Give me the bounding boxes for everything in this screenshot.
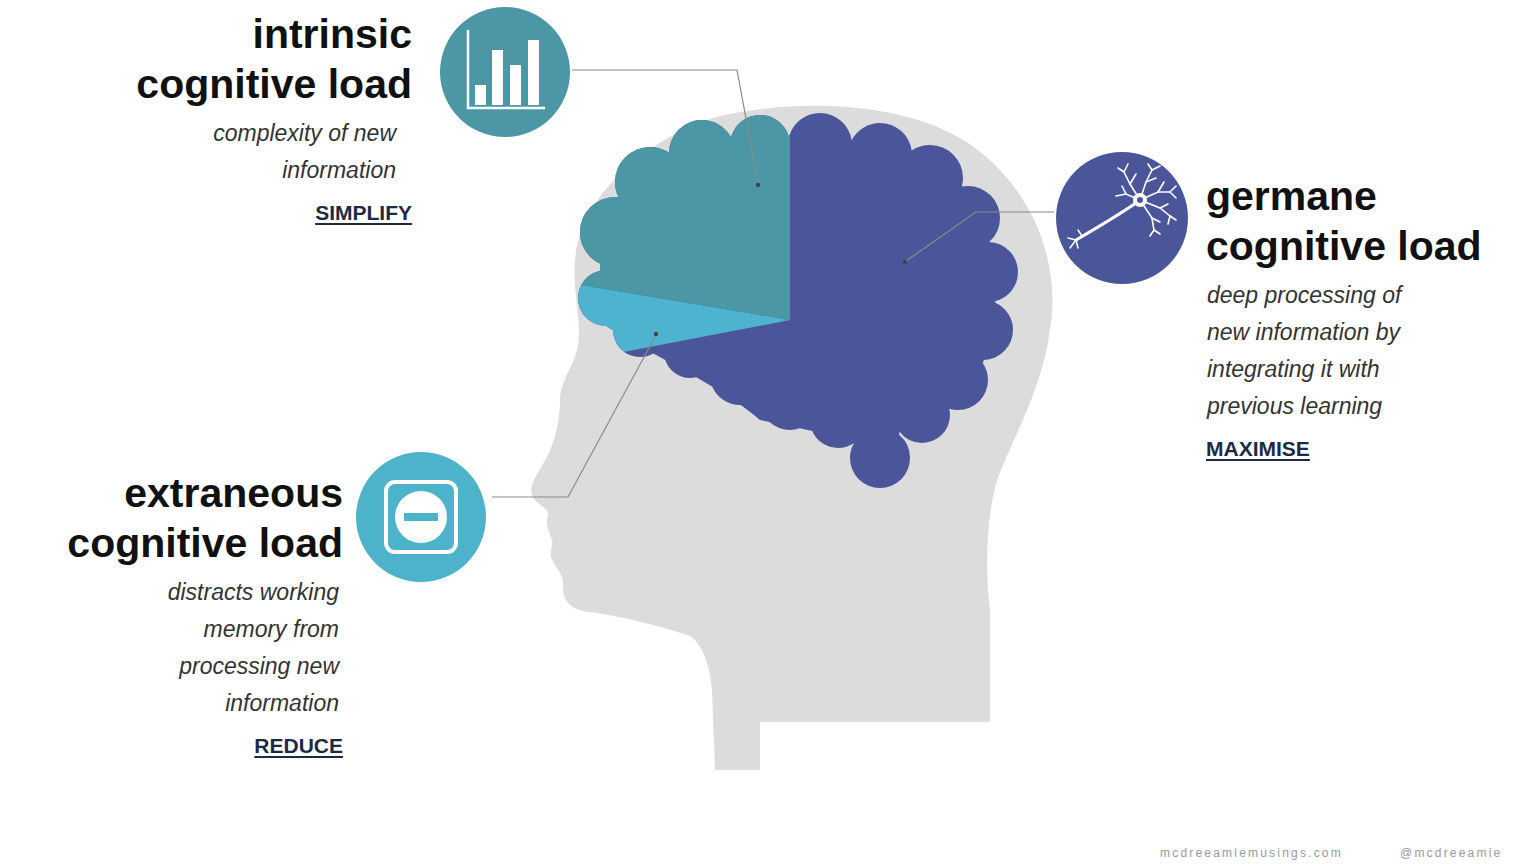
callout-description: deep processing of new information by in… [1206,277,1432,425]
leader-line [906,212,1054,261]
leader-line [492,335,656,497]
callout-circle [1056,152,1188,284]
extraneous-region [540,278,790,368]
callout-circle [356,452,486,582]
callout-action: REDUCE [43,733,343,759]
callout-text: germane cognitive loaddeep processing of… [1206,171,1506,462]
stop-frame [386,482,456,552]
callout-node: germane cognitive loaddeep processing of… [1056,152,1188,284]
neuron-nucleus [1137,197,1143,203]
neuron-dendrite [1160,204,1168,208]
germane-region [540,80,1040,530]
callout-description: distracts working memory from processing… [149,574,343,722]
axon-terminal [1076,240,1078,248]
axon-terminal [1078,230,1082,236]
watermark: @mcdreeamie [1400,845,1502,861]
chart-bar [528,40,539,105]
callout-icon [386,482,456,552]
axon-terminal [1068,238,1076,240]
chart-bar [475,85,486,105]
neuron-axon [1076,200,1140,240]
callout-action: MAXIMISE [1206,436,1506,462]
chart-axis [468,30,545,108]
callout-circle [440,7,570,137]
neuron-dendrite [1130,174,1136,184]
watermark: mcdreeamiemusings.com [1160,845,1343,861]
neuron-dendrite [1146,178,1156,182]
callout-icon [468,30,545,108]
neuron-dendrite [1148,164,1152,170]
leader-dot [903,260,907,264]
intrinsic-region [540,80,790,320]
neuron-dendrite [1170,192,1176,198]
neuron-dendrite [1150,230,1154,236]
callout-circle-art [1056,152,1188,284]
leader-dot [756,183,760,187]
stop-disc [395,491,447,543]
leader-dots [654,183,907,336]
chart-bar [492,50,503,105]
callout-heading: intrinsic cognitive load [112,9,412,109]
callout-heading: extraneous cognitive load [43,468,343,568]
neuron-dendrite [1170,186,1176,192]
callout-text: intrinsic cognitive loadcomplexity of ne… [112,9,412,226]
leader-lines [492,70,1054,497]
callout-circle-art [356,452,486,582]
axon-terminal [1070,240,1076,248]
neuron-dendrite [1154,230,1160,234]
neuron-dendrite [1168,216,1170,224]
callout-text: extraneous cognitive loaddistracts worki… [43,468,343,759]
callout-node: extraneous cognitive loaddistracts worki… [356,452,486,582]
callout-heading: germane cognitive load [1206,171,1506,271]
neuron-dendrite [1152,166,1160,170]
neuron-dendrite [1158,182,1164,192]
neuron-dendrite [1152,218,1160,222]
callout-action: SIMPLIFY [112,200,412,226]
neuron-body [1133,193,1147,207]
stop-bar [404,513,438,521]
neuron-dendrite [1122,186,1126,194]
brain [540,80,1040,530]
neuron-dendrite [1124,164,1128,172]
neuron-icon [1068,164,1176,248]
leader-dot [654,332,658,336]
callout-circle-art [440,7,570,137]
callout-description: complexity of new information [186,115,412,189]
callout-icon [1068,164,1176,248]
neuron-dendrite [1170,216,1176,220]
neuron-dendrite [1118,168,1124,172]
chart-bar [510,65,521,105]
leader-line [572,70,758,183]
callout-node: intrinsic cognitive loadcomplexity of ne… [440,7,570,137]
